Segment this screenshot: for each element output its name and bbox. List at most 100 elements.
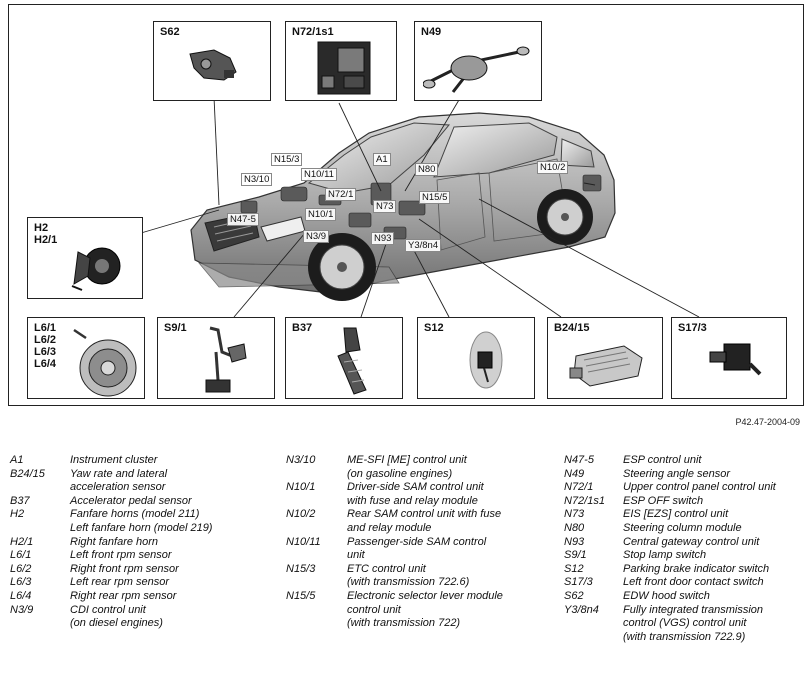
legend-description: ETC control unit (with transmission 722.… — [347, 562, 470, 589]
legend-entry: S62 EDW hood switch — [564, 590, 808, 604]
legend-code: N80 — [564, 521, 585, 534]
callout-n93: N93 — [371, 232, 395, 245]
yaw-rate-sensor-icon — [569, 345, 643, 387]
legend-description: Right rear rpm sensor — [70, 589, 177, 602]
legend-code: N3/10 — [286, 454, 316, 466]
legend-description: Instrument cluster — [70, 454, 158, 466]
component-box-h2: H2 H2/1 — [27, 217, 143, 299]
stop-lamp-pedal-icon — [205, 326, 247, 393]
legend-description: CDI control unit (on diesel engines) — [70, 603, 163, 630]
figure-reference: P42.47-2004-09 — [735, 417, 800, 427]
legend-description: Parking brake indicator switch — [623, 562, 770, 575]
legend-code: N15/5 — [286, 589, 316, 602]
legend-entry: N49 Steering angle sensor — [564, 468, 808, 482]
esp-off-switch-icon — [317, 41, 371, 95]
callout-n10-2: N10/2 — [537, 161, 569, 174]
callout-n15-5: N15/5 — [419, 191, 451, 204]
fanfare-horn-icon — [71, 247, 121, 291]
legend-description: Left front rpm sensor — [70, 549, 172, 562]
car-illustration — [140, 82, 700, 318]
legend-description: Steering column module — [623, 521, 742, 534]
component-label: B37 — [292, 322, 313, 334]
parking-brake-switch-icon — [469, 331, 503, 389]
legend-code: L6/4 — [10, 589, 32, 602]
legend-description: Rear SAM control unit with fuse and rela… — [347, 508, 502, 534]
component-box-b37: B37 — [285, 317, 403, 399]
component-label: N72/1s1 — [292, 26, 334, 38]
callout-n10-1: N10/1 — [305, 208, 337, 221]
legend-entry: N3/9 CDI control unit (on diesel engines) — [10, 604, 280, 631]
component-box-l6: L6/1 L6/2 L6/3 L6/4 — [27, 317, 145, 399]
legend-entry: S12 Parking brake indicator switch — [564, 563, 808, 577]
legend-entry: N80 Steering column module — [564, 522, 808, 536]
legend-code: N10/1 — [286, 481, 316, 494]
front-wheel — [308, 233, 376, 301]
legend-entry: L6/1 Left front rpm sensor — [10, 549, 280, 563]
legend-description: Accelerator pedal sensor — [70, 494, 192, 507]
legend-description: Right fanfare horn — [70, 535, 159, 548]
component-label: S9/1 — [164, 322, 187, 334]
legend-code: N10/2 — [286, 508, 316, 521]
legend-code: L6/1 — [10, 549, 32, 562]
legend-code: S9/1 — [564, 549, 587, 562]
callout-n15-3: N15/3 — [271, 153, 303, 166]
accelerator-pedal-icon — [337, 327, 367, 395]
legend-code: L6/3 — [10, 576, 32, 589]
legend-entry: H2/1 Right fanfare horn — [10, 536, 280, 550]
component-box-s17-3: S17/3 — [671, 317, 787, 399]
legend-code: Y3/8n4 — [564, 603, 599, 616]
component-label: B24/15 — [554, 322, 590, 334]
legend-description: Yaw rate and lateral acceleration sensor — [70, 467, 168, 494]
legend-description: Left rear rpm sensor — [70, 576, 170, 589]
legend-code: N15/3 — [286, 562, 316, 575]
legend-description: Upper control panel control unit — [623, 481, 776, 494]
component-label: L6/1 L6/2 L6/3 L6/4 — [34, 322, 57, 370]
legend-code: S62 — [564, 589, 584, 602]
legend-description: Stop lamp switch — [623, 549, 707, 562]
legend-entry: N10/1 Driver-side SAM control unit with f… — [286, 481, 558, 508]
door-contact-switch-icon — [709, 343, 762, 376]
component-box-s62: S62 — [153, 21, 271, 101]
legend-code: N72/1s1 — [564, 494, 605, 507]
legend-code: S17/3 — [564, 576, 593, 589]
rpm-sensor-disc-icon — [73, 328, 137, 397]
legend-code: H2/1 — [10, 535, 34, 548]
legend-description: Electronic selector lever module control… — [347, 589, 503, 630]
component-box-s12: S12 — [417, 317, 535, 399]
callout-y3-8n4: Y3/8n4 — [405, 239, 442, 252]
legend-description: EDW hood switch — [623, 589, 710, 602]
legend-description: Fanfare horns (model 211) Left fanfare h… — [70, 508, 213, 534]
legend-description: Steering angle sensor — [623, 467, 731, 480]
legend-code: N93 — [564, 535, 585, 548]
component-label: H2 H2/1 — [34, 222, 58, 246]
legend-entry: N15/5 Electronic selector lever module co… — [286, 590, 558, 631]
legend-code: N10/11 — [286, 535, 321, 548]
legend-entry: N10/11 Passenger-side SAM control unit — [286, 536, 558, 563]
callout-n73: N73 — [373, 200, 397, 213]
legend-code: S12 — [564, 562, 584, 575]
legend-description: Left front door contact switch — [623, 576, 764, 589]
component-label: S12 — [424, 322, 444, 334]
legend-code: N49 — [564, 467, 585, 480]
callout-n80: N80 — [415, 163, 439, 176]
callout-n47-5: N47-5 — [227, 213, 259, 226]
callout-n10-11: N10/11 — [301, 168, 337, 181]
legend-description: Driver-side SAM control unit with fuse a… — [347, 481, 484, 507]
component-box-n72-1s1: N72/1s1 — [285, 21, 397, 101]
legend-description: Right front rpm sensor — [70, 562, 179, 575]
legend-description: Passenger-side SAM control unit — [347, 535, 487, 562]
rear-wheel — [537, 189, 593, 245]
component-location-diagram: S62 N72/1s1 N49 H2 H2/1 — [8, 4, 804, 406]
legend-code: N3/9 — [10, 603, 34, 616]
